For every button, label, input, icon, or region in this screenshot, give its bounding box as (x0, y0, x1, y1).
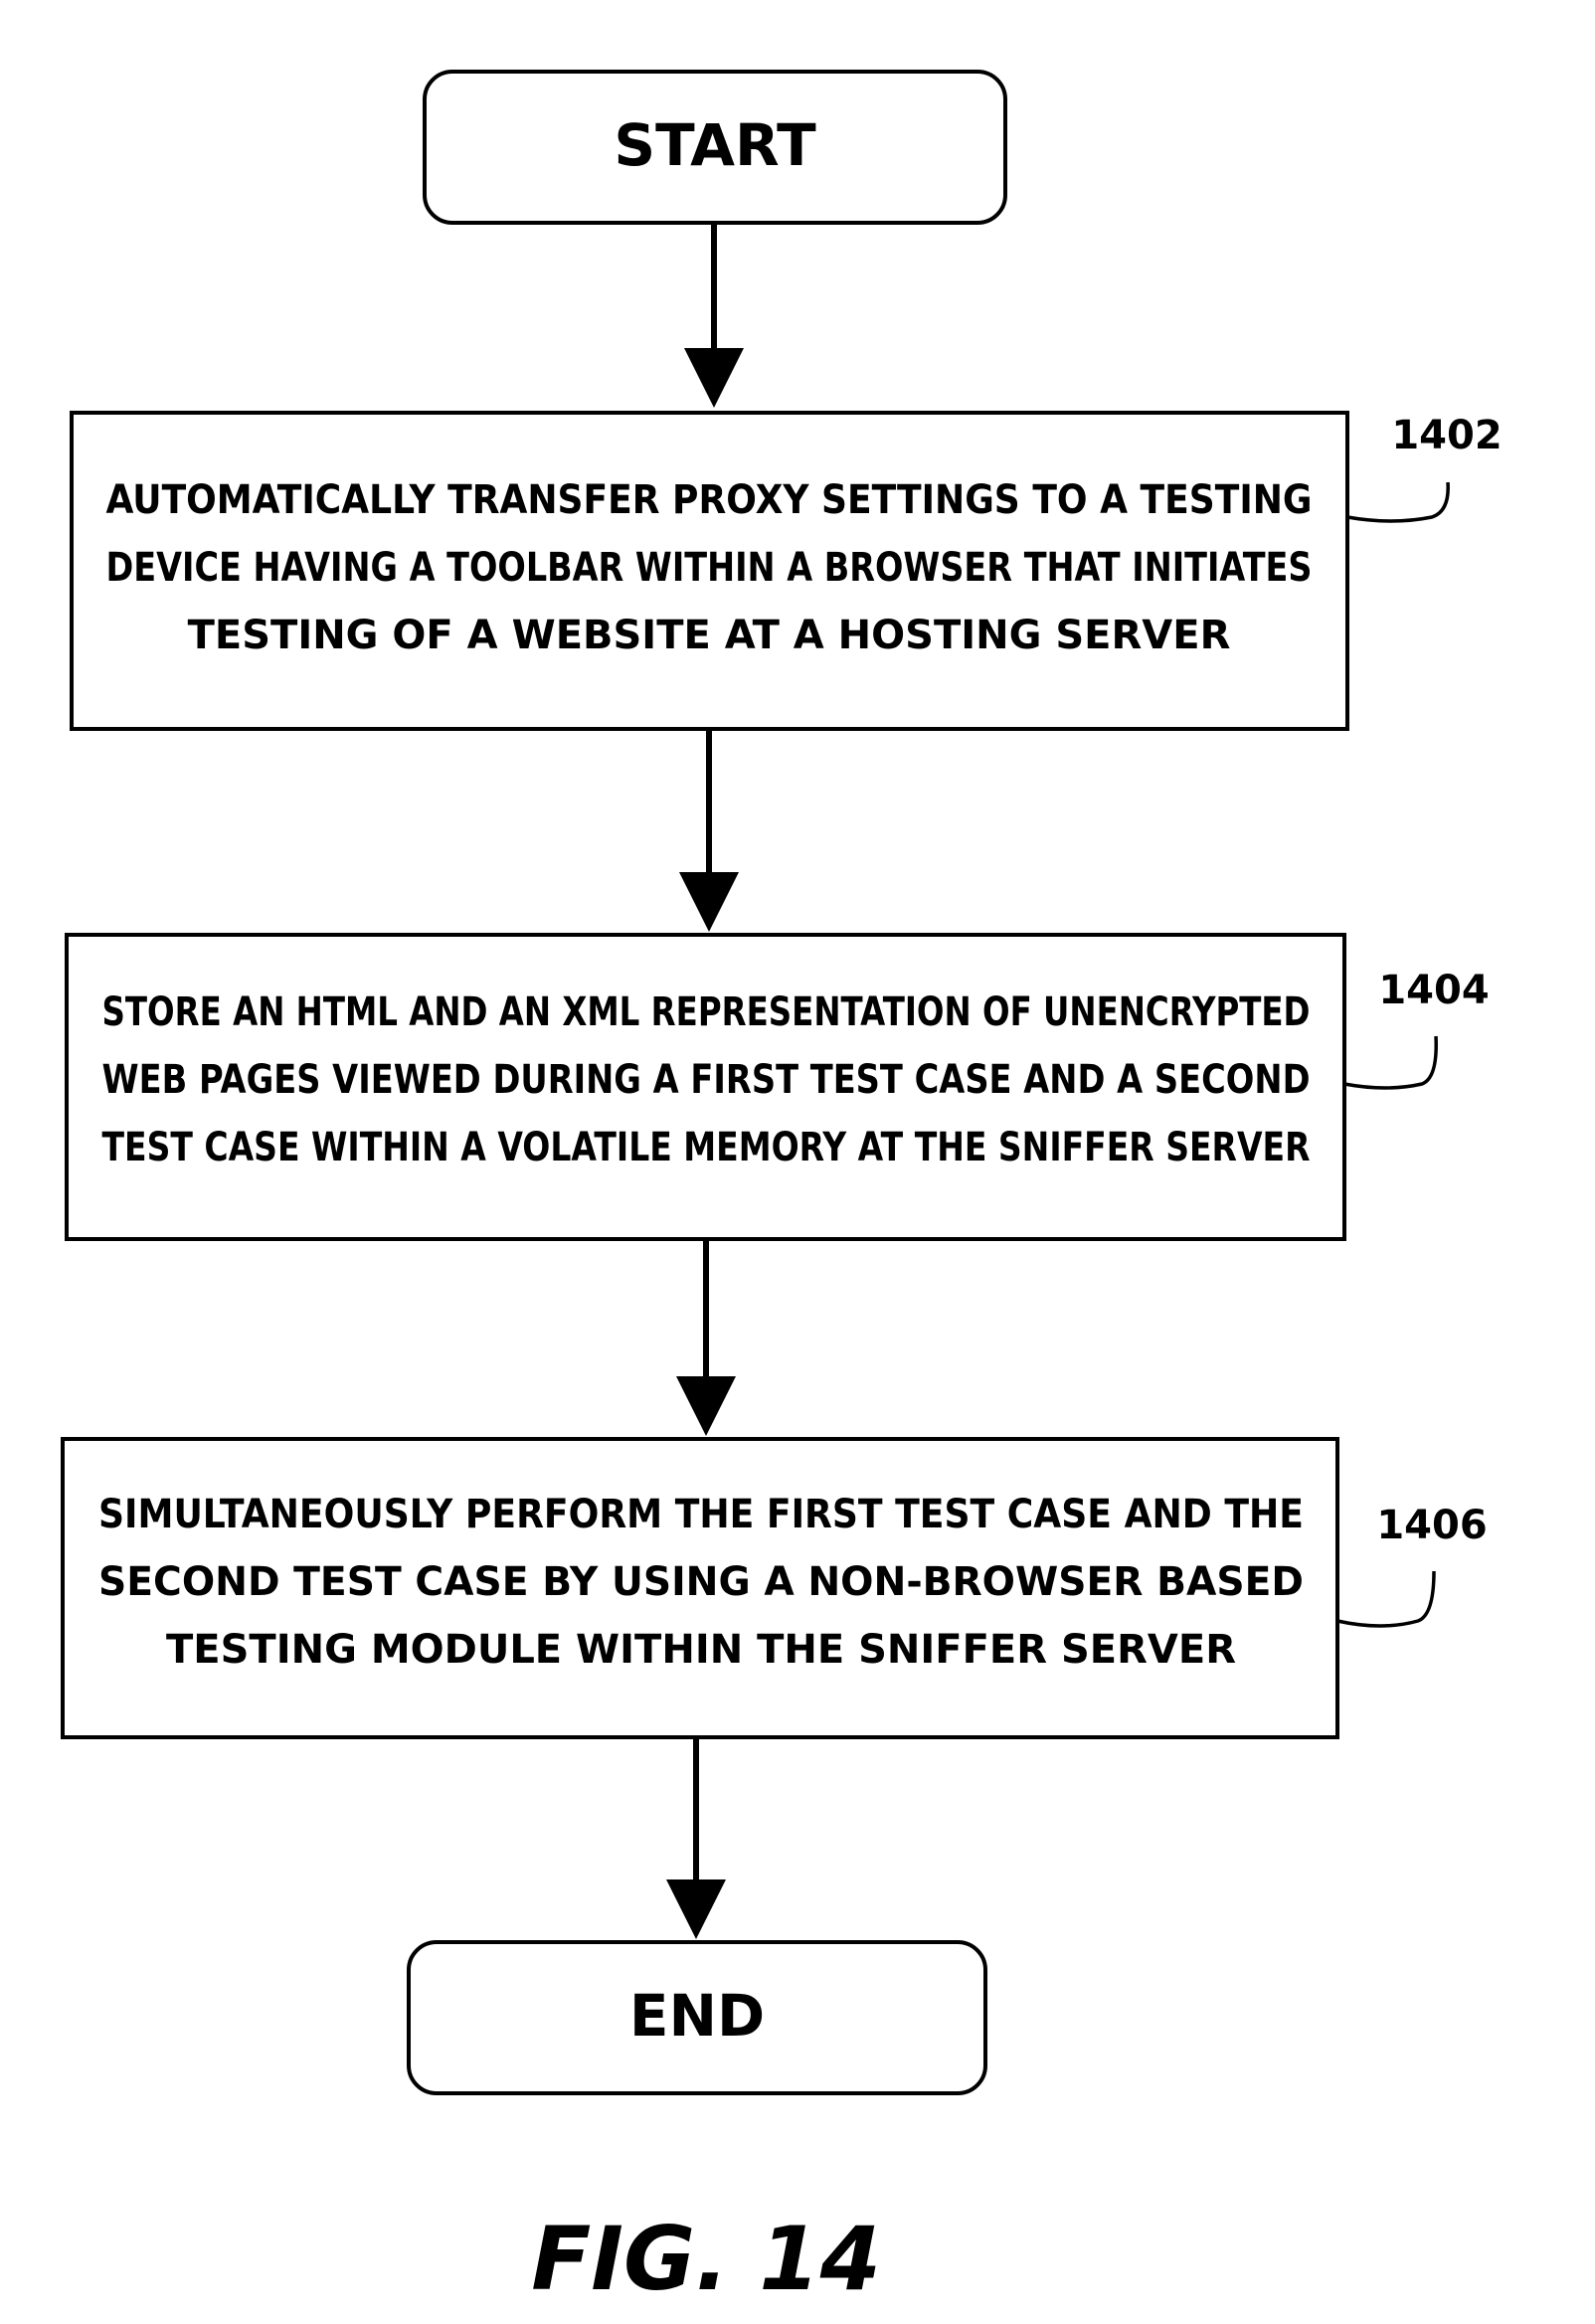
reference-1402: 1402 (1347, 413, 1503, 521)
reference-numeral-1406: 1406 (1376, 1503, 1487, 1548)
leader-line-1406 (1337, 1571, 1434, 1626)
step-1406-line-3: TESTING MODULE WITHIN THE SNIFFER SERVER (166, 1627, 1236, 1673)
process-step-1404: STORE AN HTML AND AN XML REPRESENTATION … (67, 935, 1344, 1239)
step-1404-line-2: WEB PAGES VIEWED DURING A FIRST TEST CAS… (102, 1057, 1311, 1103)
reference-1406: 1406 (1337, 1503, 1488, 1626)
step-1402-line-1: AUTOMATICALLY TRANSFER PROXY SETTINGS TO… (106, 477, 1313, 523)
step-1402-line-2: DEVICE HAVING A TOOLBAR WITHIN A BROWSER… (106, 545, 1313, 591)
step-1406-line-1: SIMULTANEOUSLY PERFORM THE FIRST TEST CA… (98, 1492, 1304, 1537)
step-1406-line-2: SECOND TEST CASE BY USING A NON-BROWSER … (98, 1559, 1304, 1605)
figure-label: FIG. 14 (531, 2208, 881, 2310)
reference-numeral-1402: 1402 (1391, 413, 1502, 458)
leader-line-1404 (1344, 1036, 1436, 1088)
reference-numeral-1404: 1404 (1378, 968, 1489, 1013)
end-label: END (629, 1982, 765, 2050)
leader-line-1402 (1347, 482, 1448, 521)
reference-1404: 1404 (1344, 968, 1490, 1088)
start-terminal: START (425, 72, 1005, 223)
end-terminal: END (409, 1942, 985, 2093)
step-1404-line-3: TEST CASE WITHIN A VOLATILE MEMORY AT TH… (102, 1125, 1311, 1170)
process-step-1406: SIMULTANEOUSLY PERFORM THE FIRST TEST CA… (63, 1439, 1337, 1737)
step-1404-line-1: STORE AN HTML AND AN XML REPRESENTATION … (102, 989, 1311, 1035)
start-label: START (614, 111, 816, 179)
step-1402-line-3: TESTING OF A WEBSITE AT A HOSTING SERVER (188, 613, 1231, 658)
process-step-1402: AUTOMATICALLY TRANSFER PROXY SETTINGS TO… (72, 413, 1347, 729)
